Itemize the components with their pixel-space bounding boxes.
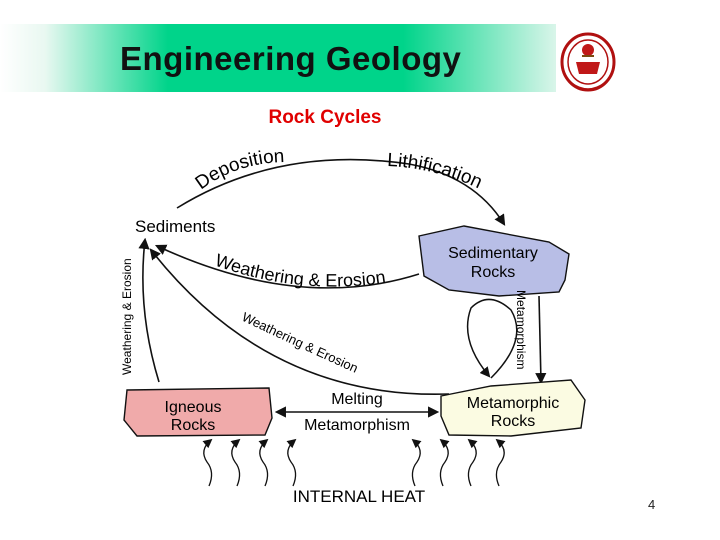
deposition-lithification-arrow: [176, 158, 506, 226]
melting-label: Melting: [331, 391, 383, 408]
rock-cycle-diagram: Deposition Lithification Sediments Sedim…: [119, 146, 589, 508]
lithification-label: Lithification: [387, 150, 486, 193]
metamorphism-bottom-label: Metamorphism: [304, 417, 410, 434]
igneous-rocks-label-line2: Rocks: [171, 417, 215, 434]
metamorphic-rocks-label-line2: Rocks: [491, 413, 535, 430]
weathering-arrow-igneous-to-sediments: [138, 237, 160, 383]
internal-heat-arrows-right: [411, 438, 506, 487]
weathering-erosion-upper-label: Weathering & Erosion: [213, 250, 387, 291]
metamorphic-rocks-node: [440, 379, 586, 437]
internal-heat-arrows-left: [202, 438, 297, 487]
metamorphism-arrow-sedimentary-to-metamorphic: [535, 295, 547, 385]
sedimentary-rocks-label-line1: Sedimentary: [448, 245, 538, 262]
sedimentary-rocks-label-line2: Rocks: [471, 264, 515, 281]
weathering-erosion-side-label: Weathering & Erosion: [120, 258, 134, 375]
weathering-arrow-metamorphic-to-sediments: [149, 248, 450, 395]
title-band: [0, 24, 560, 92]
slide-subtitle: Rock Cycles: [268, 107, 382, 128]
metamorphic-rocks-label-line1: Metamorphic: [467, 395, 559, 412]
slide-number: 4: [648, 497, 656, 512]
igneous-rocks-label-line1: Igneous: [165, 399, 222, 416]
university-logo: [556, 24, 624, 99]
deposition-label: Deposition: [192, 150, 285, 194]
loop-arrow: [466, 298, 518, 379]
weathering-arrow-sedimentary-to-sediments: [154, 244, 420, 289]
sedimentary-rocks-node: [418, 225, 570, 297]
university-seal-icon: [560, 32, 616, 92]
weathering-erosion-lower-label: Weathering & Erosion: [240, 309, 361, 376]
sediments-label: Sediments: [135, 217, 215, 236]
metamorphism-side-label: Metamorphism: [514, 290, 528, 369]
page-title: Engineering Geology: [120, 40, 462, 77]
igneous-rocks-node: [123, 387, 273, 437]
internal-heat-label: INTERNAL HEAT: [293, 487, 425, 506]
